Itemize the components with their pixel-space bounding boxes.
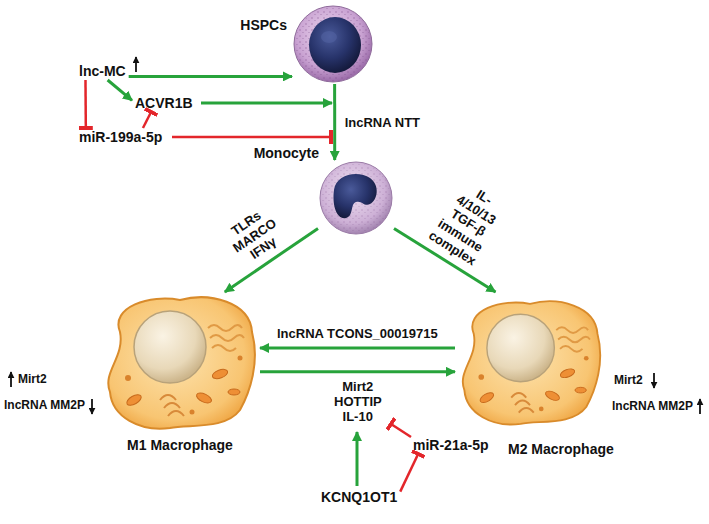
inhibit-line	[391, 424, 411, 437]
inhibit-line	[172, 136, 331, 139]
rna-label: KCNQ1OT1	[318, 488, 400, 506]
molecule-name: lnc-MC	[76, 62, 129, 80]
gene-label: ACVR1B	[132, 94, 196, 112]
cell-name: HSPCs	[237, 16, 290, 34]
cell-drawing	[108, 297, 255, 428]
down-arrow-symbol	[653, 373, 655, 388]
cell-illustration	[100, 292, 260, 432]
up-arrow-symbol	[699, 399, 701, 414]
activation-connector	[108, 80, 132, 100]
up-arrow-symbol	[135, 57, 137, 72]
molecule-name: ACVR1B	[132, 94, 196, 112]
expression-label: Mirt2	[614, 373, 643, 388]
mirna-label: miR-199a-5p	[76, 128, 165, 146]
edge-label: IL-4/10/13 TGF-β immune complex	[424, 175, 513, 270]
inhibition-connector	[143, 112, 151, 128]
promote-arrow	[201, 102, 332, 105]
cell-name: M2 Macrophage	[505, 440, 617, 458]
activation-connector	[333, 84, 336, 160]
expression-label: Mirt2	[18, 372, 47, 387]
molecule-name: miR-21a-5p	[410, 436, 491, 454]
inhibition-connector	[84, 80, 87, 128]
up-arrow-symbol	[10, 372, 12, 387]
cell-illustration	[292, 4, 374, 84]
stem-cell: HSPCs	[292, 4, 374, 84]
macrophage-cell: M2 Macrophage	[455, 292, 605, 432]
edge-label: Mirt2 HOTTIP IL-10	[332, 378, 383, 425]
edge-label: TLRs MARCO IFNγ	[220, 201, 290, 270]
cell-illustration	[318, 160, 394, 236]
molecule-name: KCNQ1OT1	[318, 488, 400, 506]
rna-label: lnc-MC	[76, 62, 129, 80]
activation-connector	[260, 370, 455, 373]
down-arrow-symbol	[91, 399, 93, 414]
expression-label: lncRNA MM2P	[612, 399, 693, 414]
cell-drawing	[463, 301, 600, 424]
molecule-name: miR-199a-5p	[76, 128, 165, 146]
inhibition-connector	[400, 454, 418, 492]
edge-label: lncRNA TCONS_00019715	[275, 325, 440, 342]
cell-name: M1 Macrophage	[100, 436, 260, 454]
cell-illustration	[455, 292, 605, 432]
cell-drawing	[294, 6, 372, 82]
expression-label: lncRNA MM2P	[4, 398, 85, 413]
cell-drawing	[320, 162, 392, 234]
mirna-label: miR-21a-5p	[410, 436, 491, 454]
monocyte-cell: Monocyte	[318, 160, 394, 236]
edge-label: lncRNA NTT	[343, 114, 422, 131]
cell-name: Monocyte	[251, 144, 322, 162]
macrophage-cell: M1 Macrophage	[100, 292, 260, 432]
activation-connector	[260, 347, 455, 350]
activation-connector	[129, 75, 292, 78]
promote-arrow	[356, 432, 359, 486]
